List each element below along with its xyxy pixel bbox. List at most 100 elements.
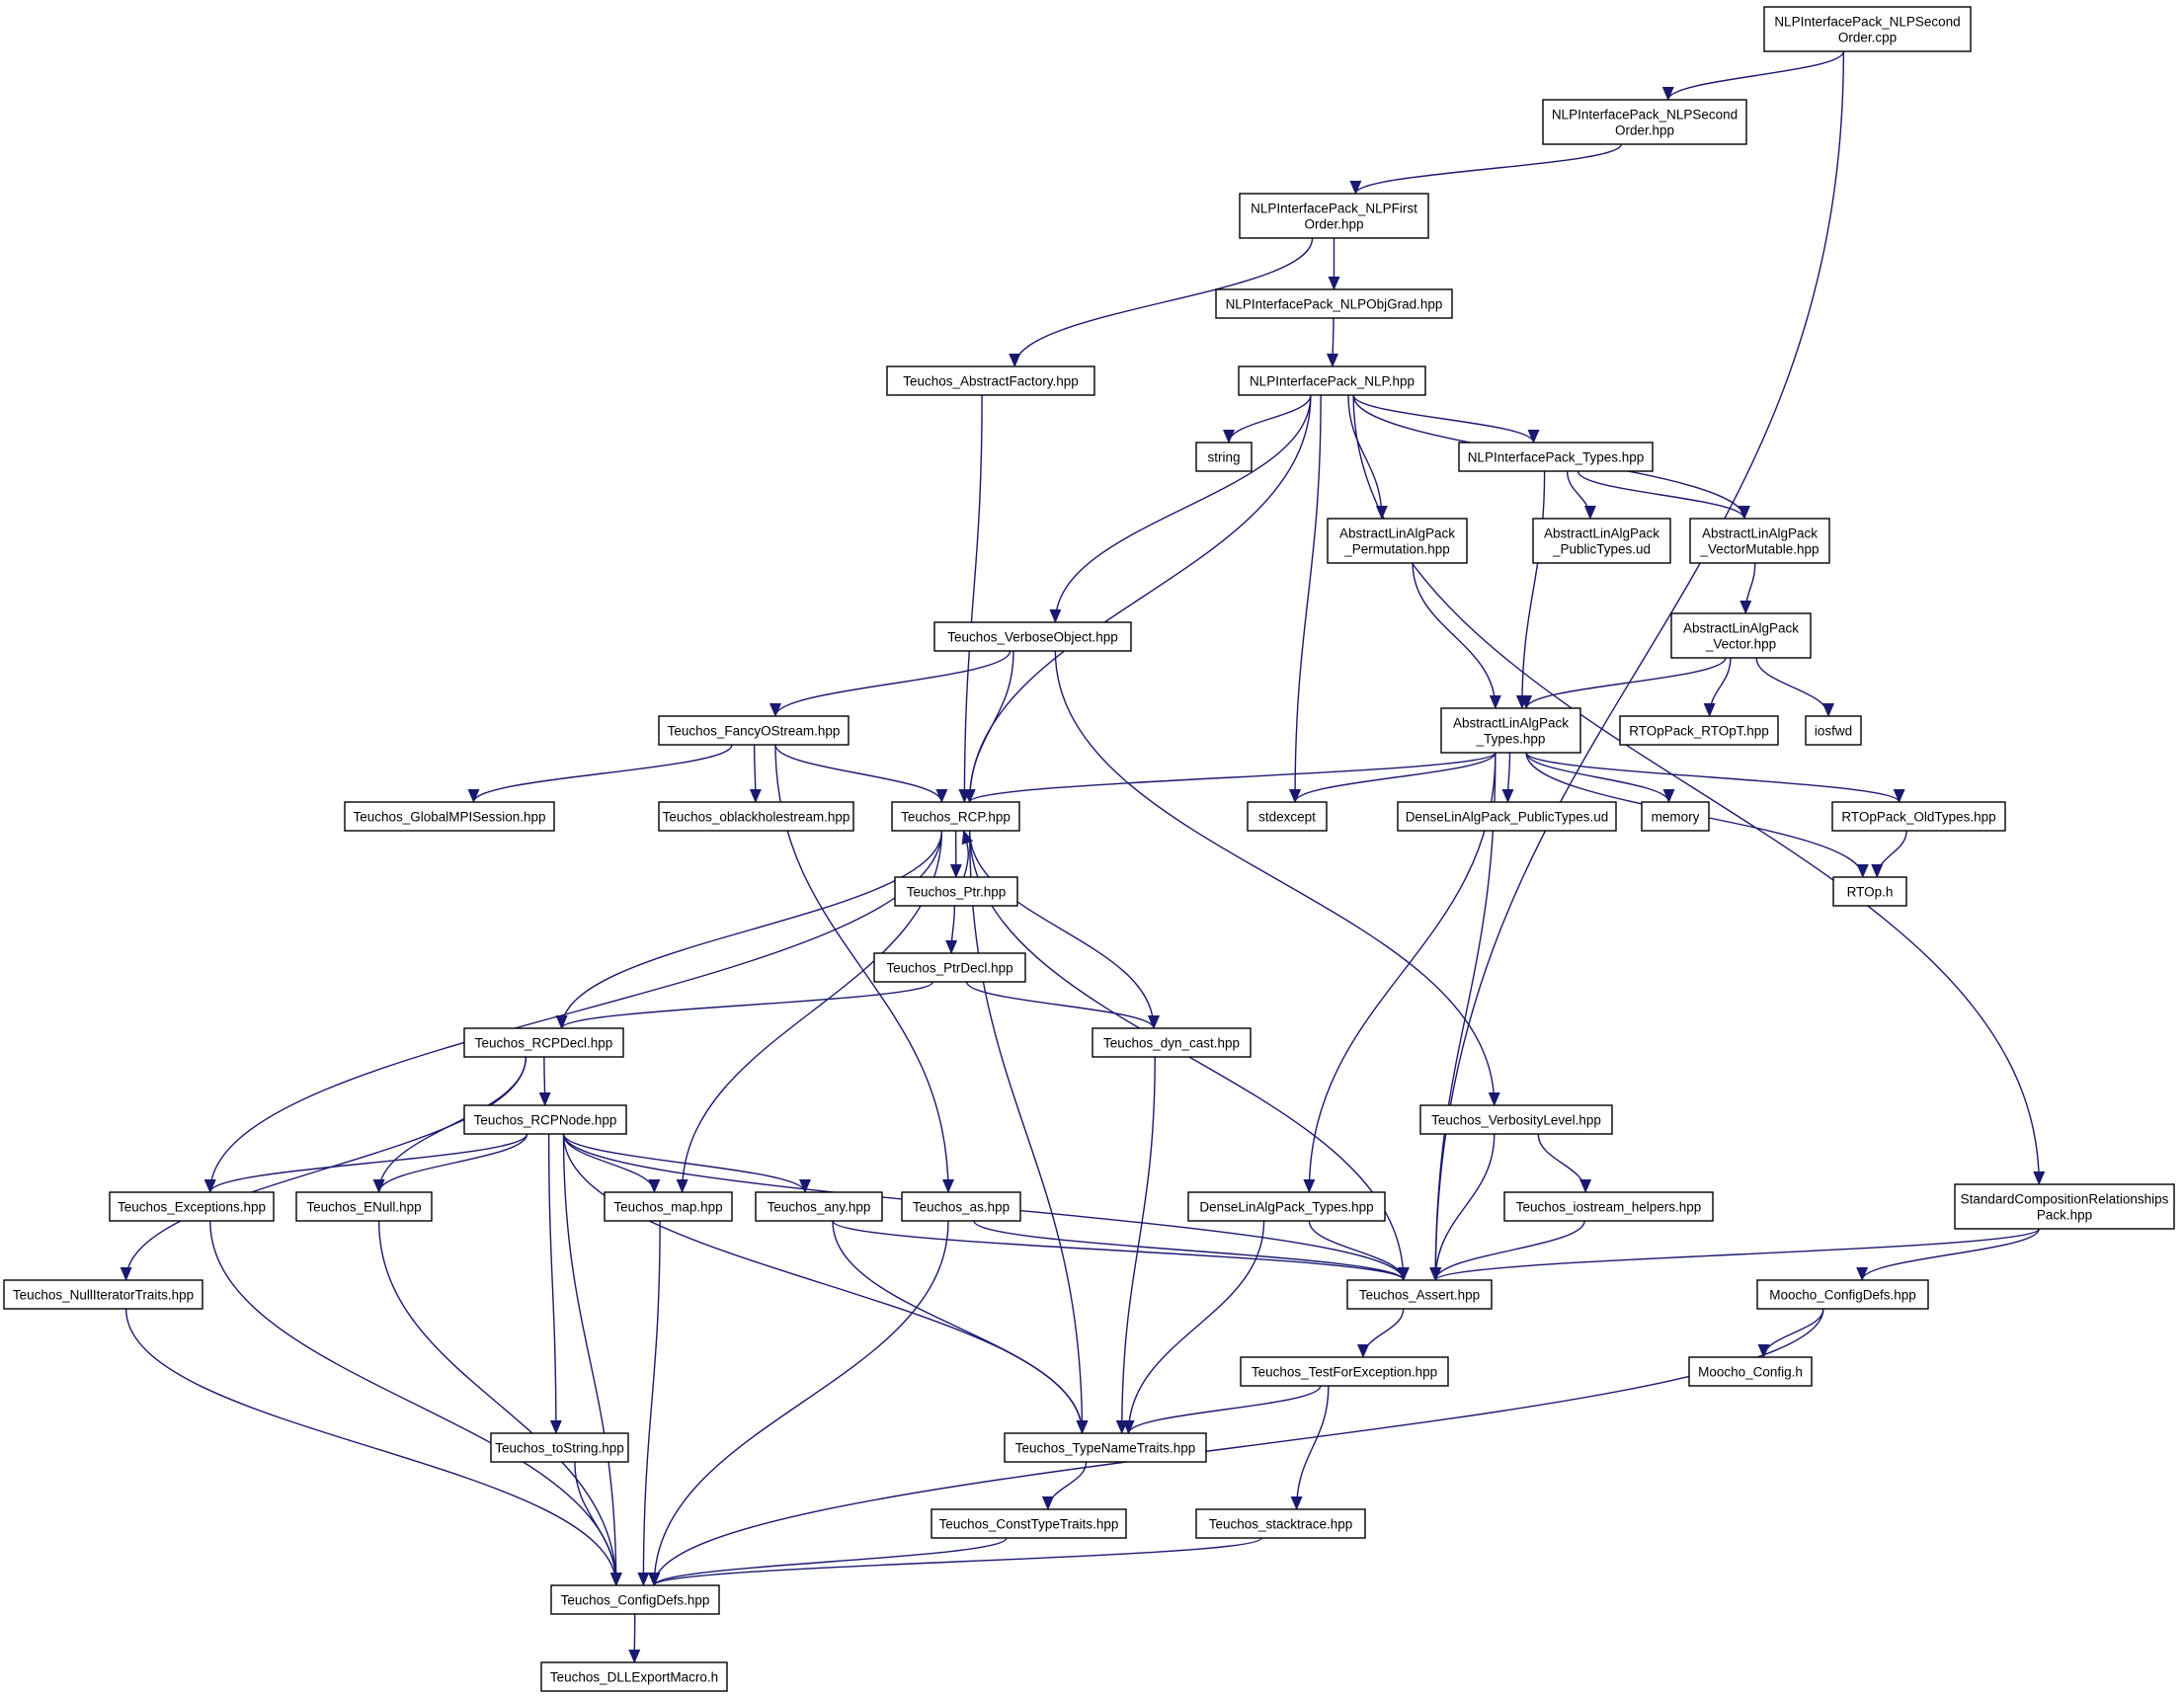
graph-node-n13[interactable]: Teuchos_FancyOStream.hpp [658,715,849,746]
dependency-edge-n30-n32 [372,1133,528,1193]
dependency-edge-n3-n5 [1327,317,1339,367]
graph-node-n49[interactable]: Teuchos_DLLExportMacro.h [540,1661,728,1692]
graph-node-n47[interactable]: Teuchos_stacktrace.hpp [1195,1508,1366,1539]
graph-node-n6[interactable]: string [1195,442,1253,472]
node-label: Teuchos_any.hpp [768,1200,871,1215]
graph-node-n33[interactable]: Teuchos_map.hpp [604,1191,733,1222]
dependency-edge-n5-n19 [963,394,1312,803]
graph-node-n16[interactable]: iosfwd [1805,715,1862,746]
graph-node-n17[interactable]: Teuchos_GlobalMPISession.hpp [344,801,555,832]
node-box [1440,707,1581,754]
node-label: string [1207,450,1240,465]
dependency-edge-n19-n27 [555,830,943,1029]
graph-node-n9[interactable]: AbstractLinAlgPack_PublicTypes.ud [1532,518,1671,564]
node-box [891,801,1020,832]
node-label: Teuchos_dyn_cast.hpp [1103,1036,1240,1051]
graph-node-n35[interactable]: Teuchos_as.hpp [901,1191,1021,1222]
graph-node-n14[interactable]: AbstractLinAlgPack_Types.hpp [1440,707,1581,754]
node-box [1092,1027,1252,1058]
dependency-edge-n35-n48 [648,1220,949,1586]
dependency-edge-n27-n30 [538,1056,551,1106]
graph-node-n39[interactable]: Teuchos_NullIteratorTraits.hpp [3,1279,203,1310]
node-label: Teuchos_FancyOStream.hpp [668,724,841,739]
graph-node-n45[interactable]: Teuchos_TypeNameTraits.hpp [1004,1432,1207,1463]
node-label: DenseLinAlgPack_Types.hpp [1199,1200,1373,1215]
graph-node-n37[interactable]: Teuchos_iostream_helpers.hpp [1503,1191,1714,1222]
node-label: Order.hpp [1615,123,1674,138]
dependency-edge-n28-n45 [1115,1056,1156,1434]
node-label: Teuchos_RCPNode.hpp [474,1113,617,1128]
node-label: RTOp.h [1847,885,1894,900]
node-box [1419,1104,1613,1135]
node-box [1756,1279,1929,1310]
node-box [658,801,854,832]
node-label: _Types.hpp [1476,732,1546,747]
dependency-edge-n11-n16 [1755,657,1834,717]
graph-node-n48[interactable]: Teuchos_ConfigDefs.hpp [550,1584,720,1615]
graph-node-n36[interactable]: DenseLinAlgPack_Types.hpp [1187,1191,1386,1222]
graph-node-n44[interactable]: Teuchos_toString.hpp [490,1432,629,1463]
graph-node-n30[interactable]: Teuchos_RCPNode.hpp [463,1104,627,1135]
graph-node-n18[interactable]: Teuchos_oblackholestream.hpp [658,801,854,832]
dependency-edge-n36-n45 [1122,1220,1265,1434]
dependency-edge-n14-n23 [1525,752,1905,803]
graph-node-n12[interactable]: Teuchos_VerboseObject.hpp [933,621,1132,652]
graph-node-n20[interactable]: stdexcept [1247,801,1328,832]
node-box [1238,365,1426,396]
graph-node-n46[interactable]: Teuchos_ConstTypeTraits.hpp [930,1508,1127,1539]
node-label: _Vector.hpp [1705,637,1776,652]
graph-node-n3[interactable]: NLPInterfacePack_NLPObjGrad.hpp [1215,288,1453,319]
graph-node-n41[interactable]: Moocho_ConfigDefs.hpp [1756,1279,1929,1310]
dependency-edge-n41-n48 [648,1308,1824,1586]
node-box [1689,518,1830,564]
node-label: Teuchos_VerboseObject.hpp [947,630,1118,645]
graph-node-n10[interactable]: AbstractLinAlgPack_VectorMutable.hpp [1689,518,1830,564]
node-box [1327,518,1468,564]
dependency-edge-n42-n45 [1122,1385,1322,1434]
node-box [463,1104,627,1135]
dependency-edge-n11-n14 [1520,657,1727,709]
dependency-edge-n7-n10 [1577,470,1750,520]
graph-node-n23[interactable]: RTOpPack_OldTypes.hpp [1831,801,2006,832]
dependency-edge-n19-n28 [968,830,1160,1029]
graph-node-n25[interactable]: Teuchos_Ptr.hpp [894,876,1018,907]
graph-node-n19[interactable]: Teuchos_RCP.hpp [891,801,1020,832]
dependency-edge-n26-n27 [555,981,934,1029]
graph-node-n24[interactable]: RTOp.h [1832,876,1907,907]
graph-node-n15[interactable]: RTOpPack_RTOpT.hpp [1619,715,1779,746]
graph-node-n8[interactable]: AbstractLinAlgPack_Permutation.hpp [1327,518,1468,564]
graph-node-n32[interactable]: Teuchos_ENull.hpp [295,1191,433,1222]
dependency-edge-n46-n48 [648,1537,1008,1586]
node-box [1397,801,1617,832]
graph-node-n43[interactable]: Moocho_Config.h [1688,1356,1813,1387]
graph-node-n40[interactable]: Teuchos_Assert.hpp [1346,1279,1493,1310]
graph-node-n29[interactable]: Teuchos_VerbosityLevel.hpp [1419,1104,1613,1135]
graph-node-n34[interactable]: Teuchos_any.hpp [755,1191,883,1222]
graph-node-n22[interactable]: memory [1641,801,1710,832]
dependency-edge-n14-n20 [1289,752,1496,803]
graph-node-n28[interactable]: Teuchos_dyn_cast.hpp [1092,1027,1252,1058]
dependency-edge-n29-n40 [1429,1133,1496,1281]
dependency-edge-n38-n40 [1429,1228,2040,1281]
graph-node-n27[interactable]: Teuchos_RCPDecl.hpp [463,1027,624,1058]
graph-node-n42[interactable]: Teuchos_TestForException.hpp [1240,1356,1449,1387]
graph-node-n4[interactable]: Teuchos_AbstractFactory.hpp [886,365,1095,396]
node-box [1247,801,1328,832]
graph-node-n21[interactable]: DenseLinAlgPack_PublicTypes.ud [1397,801,1617,832]
graph-node-n31[interactable]: Teuchos_Exceptions.hpp [109,1191,275,1222]
node-box [540,1661,728,1692]
graph-node-n7[interactable]: NLPInterfacePack_Types.hpp [1458,442,1654,472]
node-label: Teuchos_GlobalMPISession.hpp [353,810,545,825]
graph-node-n26[interactable]: Teuchos_PtrDecl.hpp [873,952,1026,983]
node-box [658,715,849,746]
dependency-edge-n13-n18 [749,744,762,803]
node-box [1542,99,1747,145]
node-label: _Permutation.hpp [1343,542,1450,557]
graph-node-n11[interactable]: AbstractLinAlgPack_Vector.hpp [1670,612,1812,659]
graph-node-n5[interactable]: NLPInterfacePack_NLP.hpp [1238,365,1426,396]
node-label: Order.cpp [1838,31,1897,45]
